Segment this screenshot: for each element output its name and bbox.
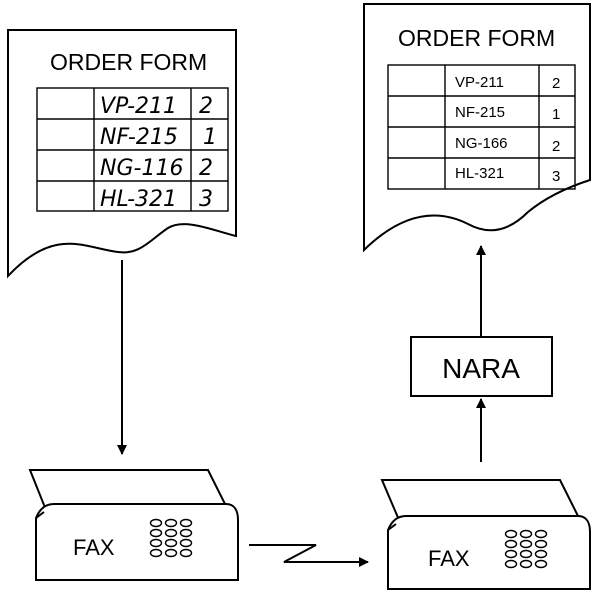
nara-processor: NARA [410,336,553,397]
right-row-3-qty: 2 [552,138,560,155]
right-row-4-qty: 3 [552,168,560,185]
right-row-3-code: NG-166 [455,135,508,152]
handwritten-order-form: ORDER FORM VP-211 2 NF-215 1 NG-116 2 HL… [7,29,237,279]
transmission-zigzag-arrow [249,544,369,567]
right-row-1-code: VP-211 [455,74,504,91]
left-form-title: ORDER FORM [50,49,207,75]
left-form-row: VP-211 2 [100,94,213,119]
right-form-title: ORDER FORM [398,25,555,51]
right-fax-keypad [504,529,548,569]
nara-box [410,336,553,397]
left-row-3-qty: 2 [199,156,213,181]
left-row-2-code: NF-215 [100,125,178,150]
left-form-row: NF-215 1 [100,125,217,150]
left-row-1-code: VP-211 [100,94,177,119]
left-fax-body [35,503,239,581]
left-row-1-qty: 2 [199,94,213,119]
typed-order-form: ORDER FORM VP-211 2 NF-215 1 NG-166 2 HL… [363,3,591,253]
left-fax-machine: FAX [28,469,239,581]
left-fax-label: FAX [73,535,115,560]
left-row-4-code: HL-321 [100,187,177,212]
left-row-3-code: NG-116 [100,156,183,181]
right-form-row: HL-321 3 [455,165,560,185]
left-row-2-qty: 1 [203,125,217,150]
left-form-sheet [7,29,237,279]
nara-label: NARA [442,353,520,384]
right-row-4-code: HL-321 [455,165,504,182]
left-form-table [36,87,229,212]
right-form-row: NG-166 2 [455,135,560,155]
right-fax-machine: FAX [380,479,591,590]
right-fax-body [387,515,591,590]
right-form-row: VP-211 2 [455,74,560,92]
right-form-table [387,64,576,190]
right-fax-label: FAX [428,546,470,571]
right-form-row: NF-215 1 [455,104,560,123]
left-form-row: HL-321 3 [100,187,213,212]
right-row-2-qty: 1 [552,106,560,123]
left-fax-keypad [149,518,193,558]
right-fax-paper-tray [380,479,582,521]
right-row-1-qty: 2 [552,75,560,92]
right-row-2-code: NF-215 [455,104,505,121]
left-form-row: NG-116 2 [100,156,213,181]
left-row-4-qty: 3 [199,187,213,212]
